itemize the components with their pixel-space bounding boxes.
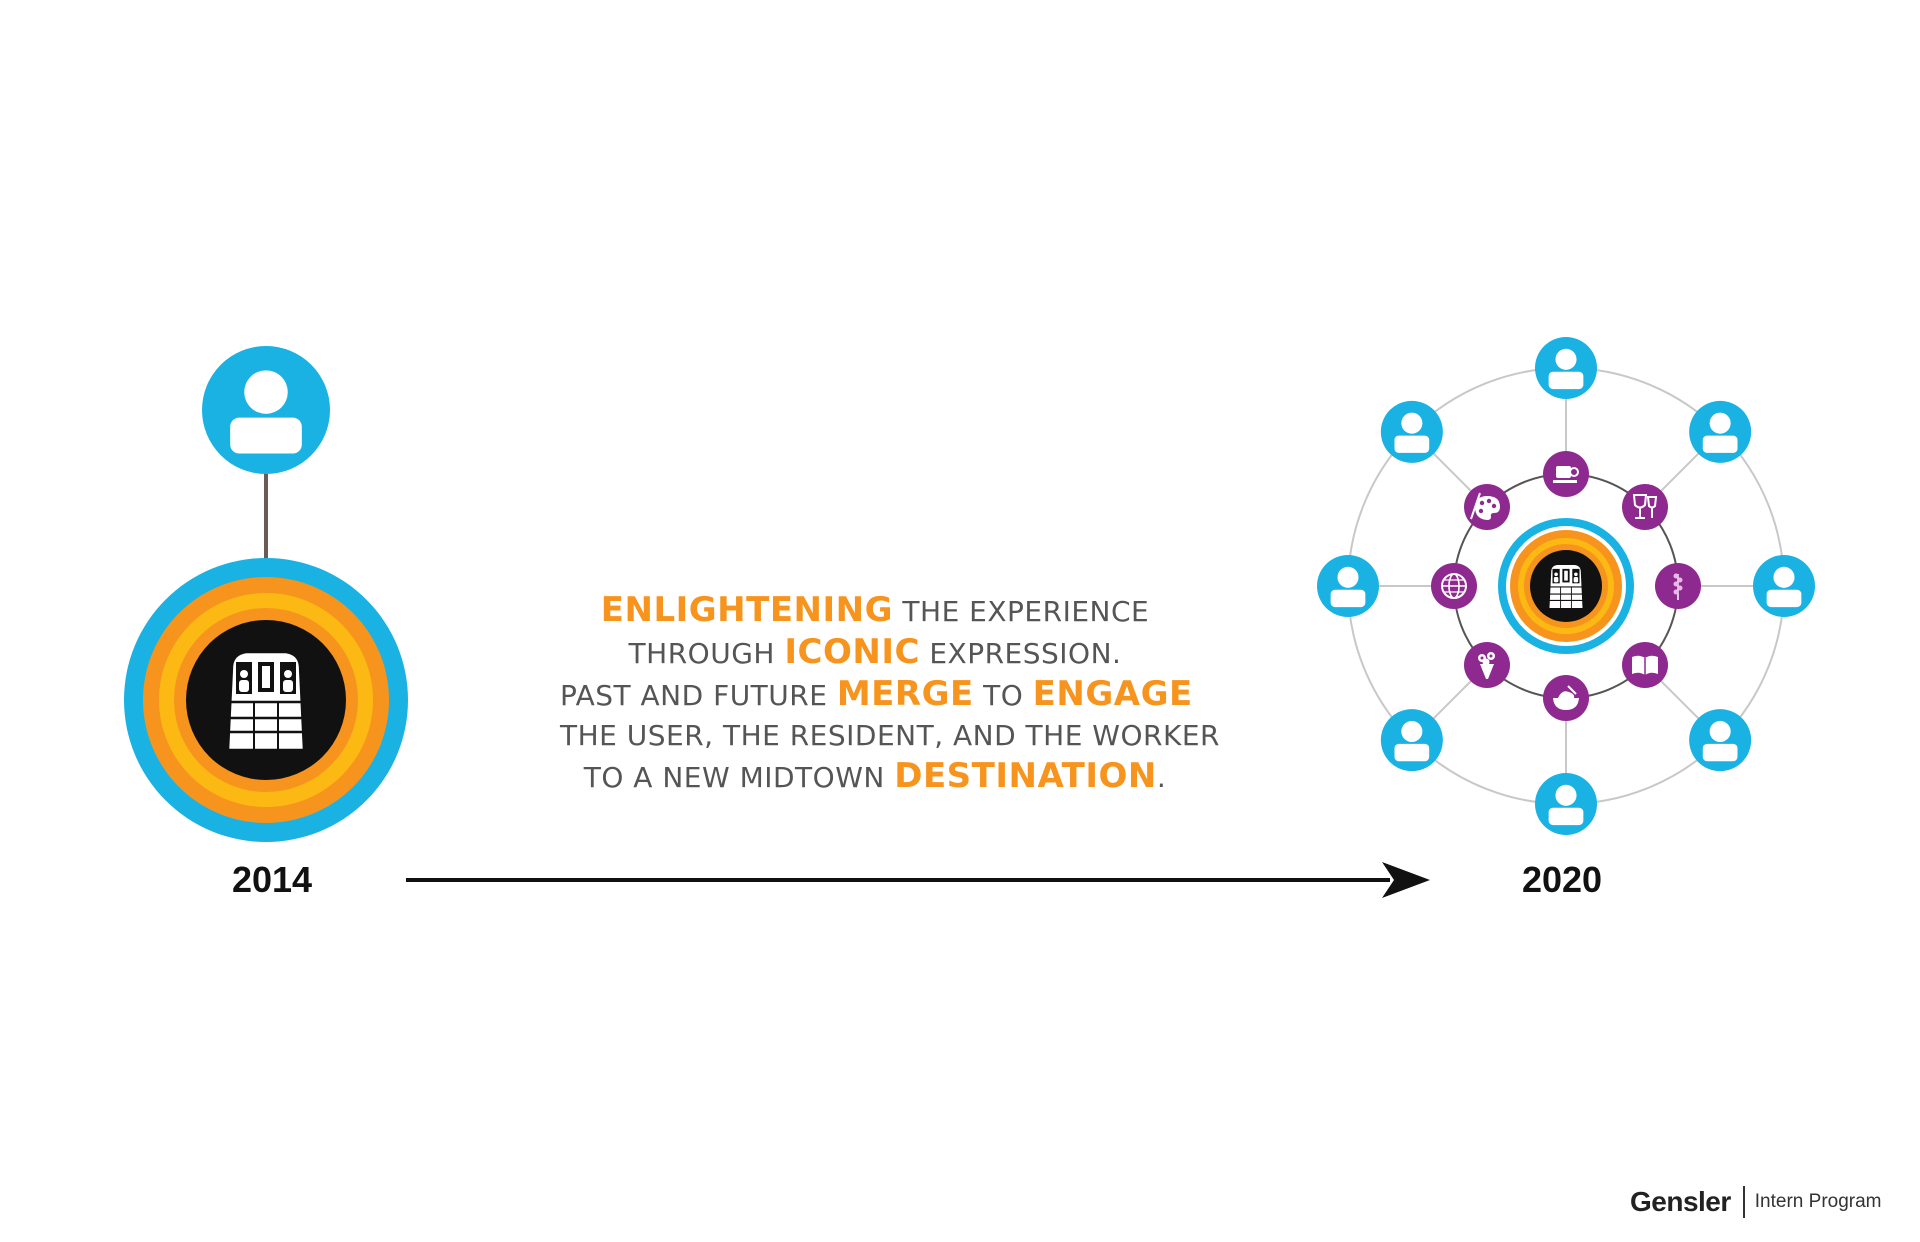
person-icon [1689,709,1752,772]
person-icon [1535,773,1597,835]
globe-icon [1431,563,1477,609]
person-icon [1317,555,1379,617]
highlight-word: ICONIC [784,632,920,672]
person-icon [202,346,330,474]
year-label-2014: 2014 [232,859,312,900]
statement-text: THROUGH [628,637,785,670]
timeline-arrow [406,862,1430,898]
statement-line: THROUGH ICONIC EXPRESSION. [560,632,1190,674]
metro-rings-emblem [124,558,408,842]
food-bowl-icon [1543,675,1589,721]
past-station-group: 2014 [124,346,408,900]
statement-text: THE EXPERIENCE [893,595,1150,628]
statement-text: THE USER, THE RESIDENT, AND THE WORKER [560,719,1220,752]
coffee-cup-icon [1543,451,1589,497]
footer-brand: Gensler Intern Program [1630,1182,1882,1222]
highlight-word: ENGAGE [1032,674,1193,714]
metro-train-icon [1548,563,1584,615]
paint-palette-icon [1464,484,1510,530]
statement-line: PAST AND FUTURE MERGE TO ENGAGE [560,674,1193,716]
wine-glass-icon [1622,484,1668,530]
brand-divider [1742,1186,1745,1218]
person-icon [1753,555,1815,617]
lavender-icon [1655,563,1701,609]
statement-text: PAST AND FUTURE [560,679,837,712]
statement-line: TO A NEW MIDTOWN DESTINATION. [560,756,1190,798]
arrowhead-icon [1382,862,1430,898]
person-icon [1689,400,1752,463]
statement-line: THE USER, THE RESIDENT, AND THE WORKER [560,716,1220,756]
year-label-2020: 2020 [1522,859,1602,900]
future-network-group: 2020 [1317,337,1815,900]
amenity-nodes [1431,451,1701,721]
statement-text: . [1156,761,1167,794]
metro-train-icon [226,650,306,764]
statement-line: ENLIGHTENING THE EXPERIENCE [560,590,1190,632]
person-icon [1535,337,1597,399]
highlight-word: DESTINATION [894,756,1157,796]
flower-bouquet-icon [1464,642,1510,688]
person-icon [1380,400,1443,463]
highlight-word: ENLIGHTENING [600,590,894,630]
metro-rings-emblem-small [1498,518,1634,654]
book-icon [1622,642,1668,688]
statement-text: TO [973,679,1033,712]
brand-logo: Gensler [1630,1186,1731,1217]
statement-text: EXPRESSION. [919,637,1122,670]
person-icon [1380,709,1443,772]
program-label: Intern Program [1754,1191,1882,1212]
statement-text: TO A NEW MIDTOWN [583,761,895,794]
highlight-word: MERGE [836,674,974,714]
